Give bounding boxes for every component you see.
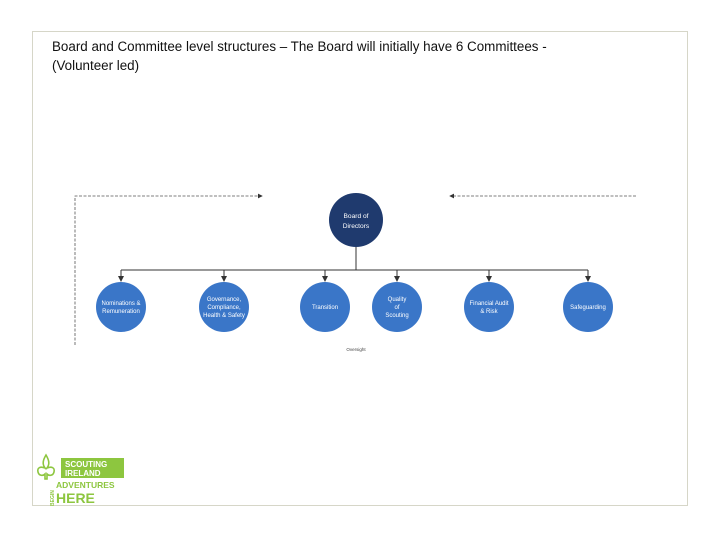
slide-title-line-2: (Volunteer led) [52, 58, 140, 73]
committee-label-line: & Risk [480, 309, 498, 315]
logo-line-4: HERE [56, 490, 95, 506]
board-label-line-1: Board of [344, 213, 369, 220]
committee-circle [300, 282, 350, 332]
committee-node-finance: Financial Audit & Risk [464, 282, 514, 332]
committee-label-line: Financial Audit [469, 301, 508, 307]
committee-node-transition: Transition [300, 282, 350, 332]
committee-node-governance: Governance, Compliance, Health & Safety [199, 282, 249, 332]
committee-node-safeguarding: Safeguarding [563, 282, 613, 332]
board-of-directors-node: Board of Directors [329, 193, 383, 247]
committee-label-line: Safeguarding [570, 305, 606, 311]
logo-side-text: BEGIN [50, 490, 56, 506]
slide-frame [32, 31, 688, 506]
board-label-line-2: Directors [343, 223, 370, 230]
committee-circle [464, 282, 514, 332]
scouting-ireland-logo: SCOUTING IRELAND ADVENTURES HERE BEGIN [34, 452, 126, 508]
committee-circle [96, 282, 146, 332]
committee-label-line: Nominations & [101, 301, 140, 307]
committee-node-nominations: Nominations & Remuneration [96, 282, 146, 332]
committee-label-line: Quality [388, 297, 407, 303]
committee-label-line: Health & Safety [203, 313, 245, 319]
committee-circle [199, 282, 249, 332]
committee-nodes: Nominations & Remuneration Governance, Comp… [96, 282, 613, 332]
logo-line-1: SCOUTING [65, 460, 107, 469]
fleur-de-lis-icon [37, 453, 55, 480]
slide-title-line-1: Board and Committee level structures – T… [52, 39, 547, 54]
logo-line-2: IRELAND [65, 469, 101, 478]
left-dashed-connector [74, 193, 263, 345]
committee-label-line: Transition [312, 305, 338, 311]
logo-banner [61, 458, 124, 478]
committee-label-line: of [394, 305, 399, 311]
logo-line-3: ADVENTURES [56, 480, 115, 490]
committee-circle [563, 282, 613, 332]
logo-graphic: SCOUTING IRELAND ADVENTURES HERE BEGIN [37, 453, 124, 506]
oversight-label: Oversight [346, 347, 366, 352]
slide-title: Board and Committee level structures – T… [52, 37, 672, 75]
committee-drop-connectors [118, 270, 591, 282]
committee-label-line: Remuneration [102, 309, 140, 315]
committee-label-line: Scouting [385, 313, 408, 319]
committee-circle [372, 282, 422, 332]
committee-label-line: Compliance, [207, 305, 241, 311]
committee-label-line: Governance, [207, 297, 242, 303]
